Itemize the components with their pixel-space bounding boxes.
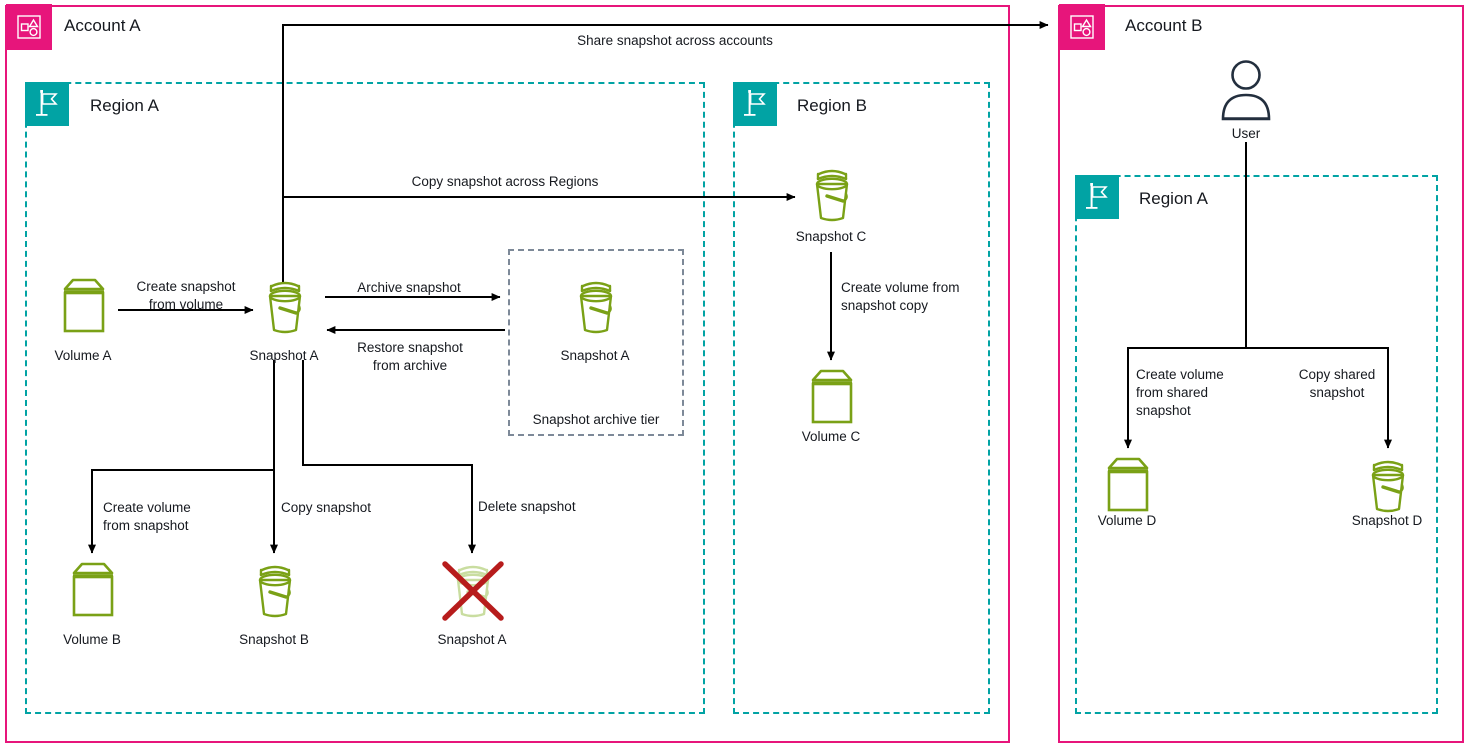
- snapshot-archive-tier-caption: Snapshot archive tier: [532, 412, 660, 427]
- region-flag-icon: [733, 82, 777, 126]
- account-icon: [1059, 4, 1105, 50]
- account-icon: [6, 4, 52, 50]
- volume-icon: [811, 369, 853, 424]
- edge-label-create-volume-from-snapshot: Create volume from snapshot: [103, 500, 191, 533]
- node-user[interactable]: [1218, 58, 1274, 129]
- edge-label-copy-shared-snapshot: Copy shared snapshot: [1298, 367, 1376, 400]
- snapshot-icon: [1371, 460, 1405, 513]
- region-flag-icon: [1075, 175, 1119, 219]
- node-label-volume-d: Volume D: [1097, 513, 1157, 528]
- node-snapshot-c[interactable]: [805, 165, 859, 230]
- region-a-acct-b-title: Region A: [1139, 189, 1208, 208]
- node-volume-d[interactable]: [1101, 456, 1155, 521]
- node-snapshot-b[interactable]: [248, 561, 302, 626]
- node-snapshot-a-archived[interactable]: [569, 277, 623, 342]
- node-label-user: User: [1231, 126, 1261, 141]
- edge-label-create-snapshot: Create snapshot from volume: [136, 279, 236, 312]
- edge-label-archive-snapshot: Archive snapshot: [357, 280, 461, 295]
- edge-label-copy-snapshot: Copy snapshot: [281, 500, 372, 515]
- snapshot-icon: [579, 281, 613, 334]
- node-label-snapshot-c: Snapshot C: [795, 229, 867, 244]
- edge-label-delete-snapshot: Delete snapshot: [478, 499, 576, 514]
- snapshot-icon: [258, 565, 292, 618]
- edge-label-copy-across-regions: Copy snapshot across Regions: [411, 174, 599, 189]
- volume-icon: [63, 278, 105, 333]
- node-label-volume-a: Volume A: [54, 348, 112, 363]
- edge-label-create-volume-from-copy: Create volume from snapshot copy: [841, 280, 960, 313]
- user-icon: [1221, 60, 1271, 121]
- edge-label-restore-snapshot: Restore snapshot from archive: [357, 340, 463, 373]
- region-a-acct-a-title: Region A: [90, 96, 159, 115]
- node-volume-b[interactable]: [66, 561, 120, 626]
- node-label-snapshot-a-deleted: Snapshot A: [437, 632, 507, 647]
- node-snapshot-a[interactable]: [258, 277, 312, 342]
- delete-x-icon: [438, 556, 508, 631]
- region-b-acct-a-boundary: [733, 82, 990, 714]
- region-b-acct-a-title: Region B: [797, 96, 867, 115]
- node-snapshot-d[interactable]: [1361, 456, 1415, 521]
- volume-icon: [1107, 457, 1149, 512]
- node-volume-c[interactable]: [805, 368, 859, 433]
- node-label-snapshot-a-archived: Snapshot A: [560, 348, 630, 363]
- region-a-acct-b-boundary: [1075, 175, 1438, 714]
- account-b-boundary: [1058, 5, 1464, 743]
- volume-icon: [72, 562, 114, 617]
- account-a-title: Account A: [64, 16, 141, 35]
- edge-label-share-across-accounts: Share snapshot across accounts: [577, 33, 773, 48]
- node-label-volume-b: Volume B: [63, 632, 121, 647]
- snapshot-icon: [268, 281, 302, 334]
- node-label-snapshot-d: Snapshot D: [1351, 513, 1423, 528]
- node-label-snapshot-b: Snapshot B: [239, 632, 309, 647]
- edge-label-create-volume-from-shared: Create volume from shared snapshot: [1136, 367, 1224, 418]
- snapshot-icon: [815, 169, 849, 222]
- region-flag-icon: [25, 82, 69, 126]
- account-b-title: Account B: [1125, 16, 1203, 35]
- node-label-snapshot-a: Snapshot A: [249, 348, 319, 363]
- node-label-volume-c: Volume C: [801, 429, 861, 444]
- node-volume-a[interactable]: [57, 277, 111, 342]
- account-a-boundary: [5, 5, 1010, 743]
